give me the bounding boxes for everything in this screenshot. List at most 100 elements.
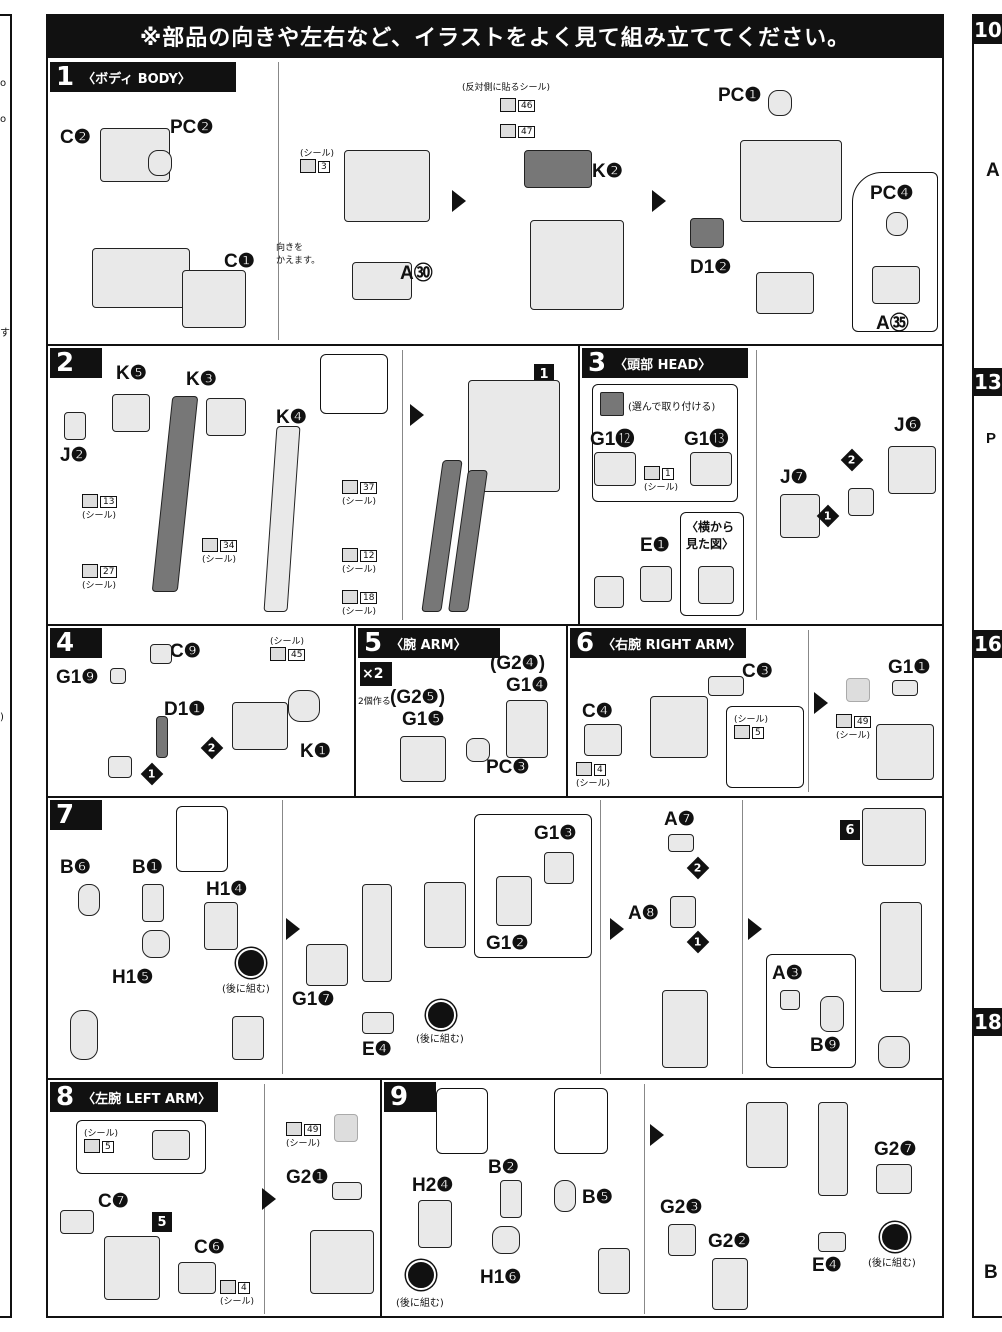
label-g11: G1❶	[888, 657, 931, 678]
callout-b2-detail	[436, 1088, 488, 1154]
label-pc2: PC❷	[170, 117, 214, 138]
sticker-45: (シール)45	[270, 637, 306, 661]
section-5-header: 5〈腕 ARM〉	[358, 628, 500, 658]
part-b6-illustration	[78, 884, 100, 916]
ref-step-5: 5	[152, 1212, 172, 1232]
flow-arrow-7b	[610, 918, 624, 940]
later-assembly-icon-4	[880, 1222, 910, 1252]
sticker-1: 1(シール)	[644, 466, 678, 493]
part-k1-illustration	[288, 690, 320, 722]
part-c9-illustration	[150, 644, 172, 664]
sticker-12: 12(シール)	[342, 548, 378, 575]
part-arm-frame-s9-illustration	[818, 1102, 848, 1196]
sticker-34: 34(シール)	[202, 538, 238, 565]
note-opposite-sticker: (反対側に貼るシール)	[462, 83, 551, 93]
right-page-fragment	[972, 14, 1002, 1318]
part-a35-illustration	[872, 266, 920, 304]
label-a35: A㉟	[876, 313, 909, 334]
label-d11: D1❶	[164, 699, 206, 720]
part-body-wings-illustration	[468, 380, 560, 492]
part-head-assembly-illustration	[232, 702, 288, 750]
callout-b5-detail	[554, 1088, 608, 1154]
label-e4-s9: E❹	[812, 1255, 842, 1276]
part-g19-illustration	[110, 668, 126, 684]
part-arm-block-illustration	[876, 724, 934, 780]
label-g14: G1❹	[506, 675, 549, 696]
label-h14: H1❹	[206, 879, 248, 900]
left-frag-text-2: o	[0, 114, 7, 125]
label-g22: G2❷	[708, 1231, 751, 1252]
label-c2: C❷	[60, 127, 91, 148]
label-pc1: PC❶	[718, 85, 762, 106]
label-a8: A❽	[628, 903, 659, 924]
sticker-47: 47	[500, 124, 536, 138]
label-g24: (G2❹)	[490, 653, 546, 674]
page-banner: ※部品の向きや左右など、イラストをよく見て組み立ててください。	[48, 14, 942, 58]
part-left-arm-block-illustration	[310, 1230, 374, 1294]
label-k1: K❶	[300, 741, 331, 762]
part-b9-illustration	[820, 996, 844, 1032]
left-frag-text-3: す	[0, 328, 10, 339]
divider-s5-s6	[566, 626, 568, 796]
label-g25: (G2❺)	[390, 687, 446, 708]
label-k5: K❺	[116, 363, 147, 384]
part-g27-illustration	[876, 1164, 912, 1194]
label-h16: H1❻	[480, 1267, 522, 1288]
part-arm-shell-illustration	[424, 882, 466, 948]
note-choose: (選んで取り付ける)	[628, 402, 716, 413]
sub-divider-9a	[644, 1084, 645, 1314]
label-c3: C❸	[742, 661, 773, 682]
label-b1: B❶	[132, 857, 163, 878]
part-pc3-illustration	[466, 738, 490, 762]
label-a3: A❸	[772, 963, 803, 984]
right-frag-header-13: 13	[972, 368, 1002, 396]
part-body-upper-illustration	[740, 140, 842, 222]
label-c7: C❼	[98, 1191, 129, 1212]
ref-step-6: 6	[840, 820, 860, 840]
flow-arrow-6	[814, 692, 828, 714]
part-sticker-target-illustration	[152, 1130, 190, 1160]
flow-arrow-2	[410, 404, 424, 426]
part-g13-illustration	[544, 852, 574, 884]
divider-row2	[48, 624, 942, 626]
part-shoulder-illustration	[862, 808, 926, 866]
label-g13: G1❸	[534, 823, 577, 844]
part-head-bottom-illustration	[108, 756, 132, 778]
sticker-4-s8: 4(シール)	[220, 1280, 254, 1307]
part-upper-arm-illustration	[650, 696, 708, 758]
part-h14-illustration	[204, 902, 238, 950]
part-e4-s9-illustration	[818, 1232, 846, 1252]
part-g22-illustration	[712, 1258, 748, 1310]
divider-s2-s3	[578, 346, 580, 624]
part-c6-illustration	[178, 1262, 216, 1294]
note-later-2: (後に組む)	[416, 1034, 464, 1045]
label-g17: G1❼	[292, 989, 335, 1010]
label-j7: J❼	[780, 467, 808, 488]
flow-arrow-1a	[452, 190, 466, 212]
ref-step-1: 1	[534, 364, 554, 384]
part-d11-illustration	[156, 716, 168, 758]
part-arm-g15-illustration	[400, 736, 446, 782]
part-g113-illustration	[690, 452, 732, 486]
note-later-1: (後に組む)	[222, 984, 270, 995]
label-pc4: PC❹	[870, 183, 914, 204]
label-e1: E❶	[640, 535, 670, 556]
sticker-5-s6: (シール)5	[734, 715, 769, 739]
later-assembly-icon-3	[406, 1260, 436, 1290]
sub-divider-1a	[278, 62, 279, 340]
flow-arrow-8	[262, 1188, 276, 1210]
choice-icon	[600, 392, 624, 416]
part-g17-illustration	[306, 944, 348, 986]
part-b1-illustration	[142, 884, 164, 922]
right-frag-header-10: 10	[972, 16, 1002, 44]
label-g21: G2❶	[286, 1167, 329, 1188]
part-body-assembly-illustration	[530, 220, 624, 310]
label-e4: E❹	[362, 1039, 392, 1060]
label-c6: C❻	[194, 1237, 225, 1258]
part-k3-head-illustration	[206, 398, 246, 436]
label-j2: J❷	[60, 445, 88, 466]
part-j2-illustration	[64, 412, 86, 440]
label-g23: G2❸	[660, 1197, 703, 1218]
part-arm-shell-s9-illustration	[746, 1102, 788, 1168]
right-frag-letter-a: A	[986, 160, 1000, 181]
